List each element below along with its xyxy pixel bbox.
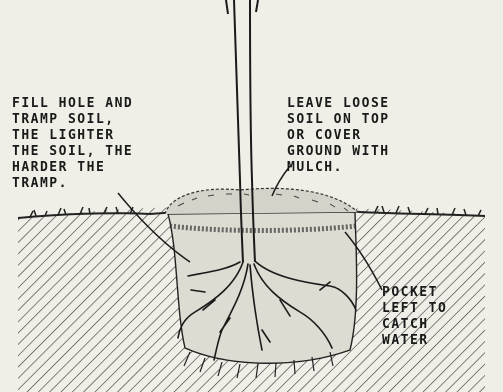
pocket-label: POCKET LEFT TO CATCH WATER [382,285,497,349]
loose-soil-mound [165,188,358,214]
fill-hole-label: FILL HOLE AND TRAMP SOIL, THE LIGHTER TH… [12,96,242,192]
loose-soil-label: LEAVE LOOSE SOIL ON TOP OR COVER GROUND … [287,96,497,176]
